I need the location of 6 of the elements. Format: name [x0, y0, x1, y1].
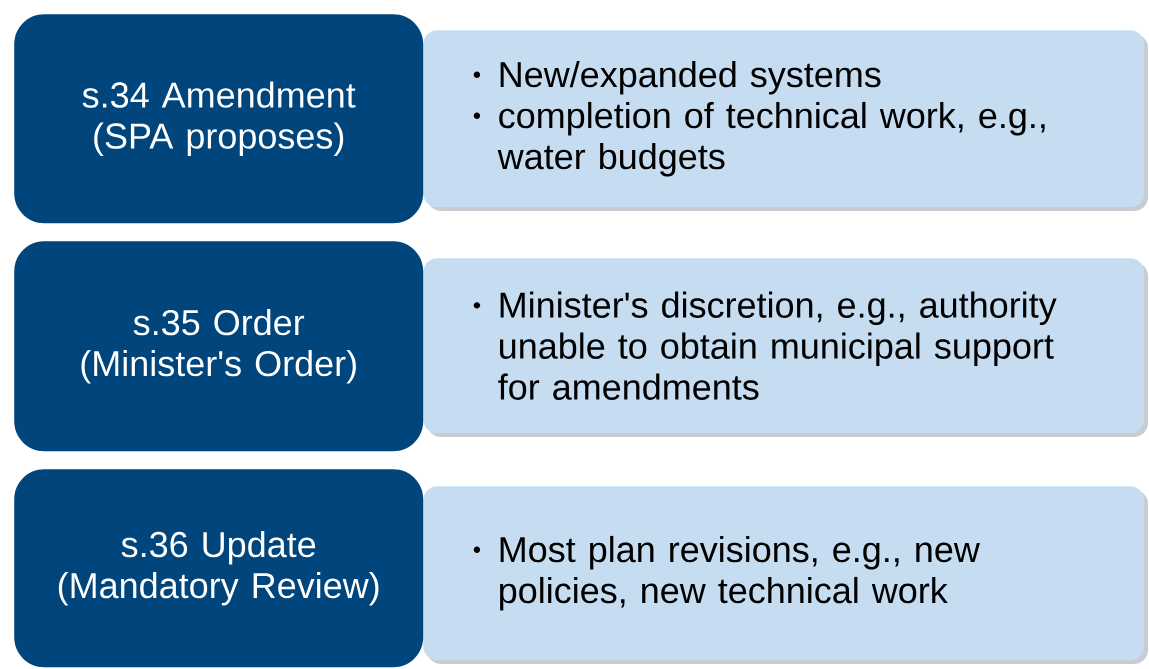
category-box: s.35 Order (Minister's Order) — [14, 241, 424, 452]
info-box: Most plan revisions, e.g., new policies, new technical work — [423, 486, 1148, 664]
info-box: New/expanded systems completion of technical work, e.g., water budgets — [423, 30, 1148, 211]
category-box: s.36 Update (Mandatory Review) — [14, 469, 424, 668]
info-box: Minister's discretion, e.g., authority unable to obtain municipal support for amendments — [423, 258, 1148, 437]
category-box: s.34 Amendment (SPA proposes) — [14, 14, 424, 224]
